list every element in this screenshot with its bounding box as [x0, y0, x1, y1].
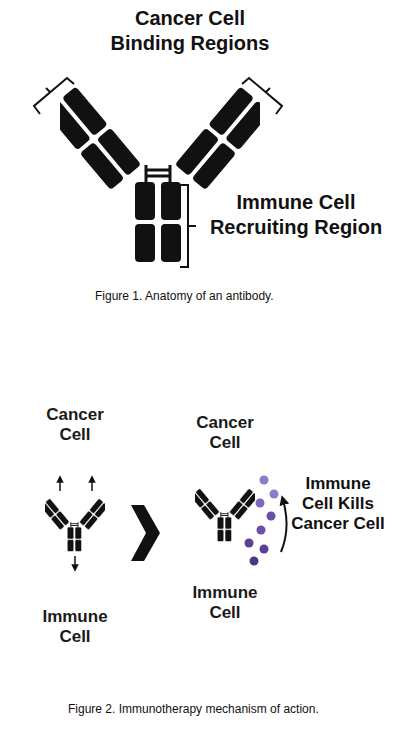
immune-cell: Immune Cell	[168, 546, 283, 661]
arrow	[91, 479, 93, 491]
cancer-cell: Cancer Cell	[24, 374, 127, 477]
antibody	[190, 488, 259, 541]
figure-caption: Figure 2. Immunotherapy mechanism of act…	[68, 702, 319, 717]
region-label: Immune Cell Recruiting Region	[198, 190, 394, 240]
bracket	[242, 78, 282, 114]
arrow	[59, 479, 61, 491]
antibody	[40, 498, 109, 551]
cell-label: Cancer Cell	[33, 405, 117, 445]
cell-label: Immune Cell	[178, 583, 272, 623]
curved-arrow	[281, 500, 287, 552]
granules	[245, 476, 279, 566]
cancer-cell: Cancer Cell	[172, 380, 278, 486]
cell-label: Cancer Cell	[182, 413, 269, 453]
action-label: Immune Cell Kills Cancer Cell	[288, 474, 388, 534]
figure-caption: Figure 1. Anatomy of an antibody.	[95, 289, 274, 304]
arrow	[74, 556, 76, 568]
bracket	[180, 185, 196, 267]
region-label: Cancer Cell Binding Regions	[95, 6, 285, 56]
cell-label: Immune Cell	[32, 607, 119, 647]
bracket	[46, 88, 50, 92]
immune-cell: Immune Cell	[22, 574, 128, 680]
bracket	[266, 88, 270, 92]
bracket	[34, 78, 74, 114]
transition-arrow	[131, 505, 160, 561]
